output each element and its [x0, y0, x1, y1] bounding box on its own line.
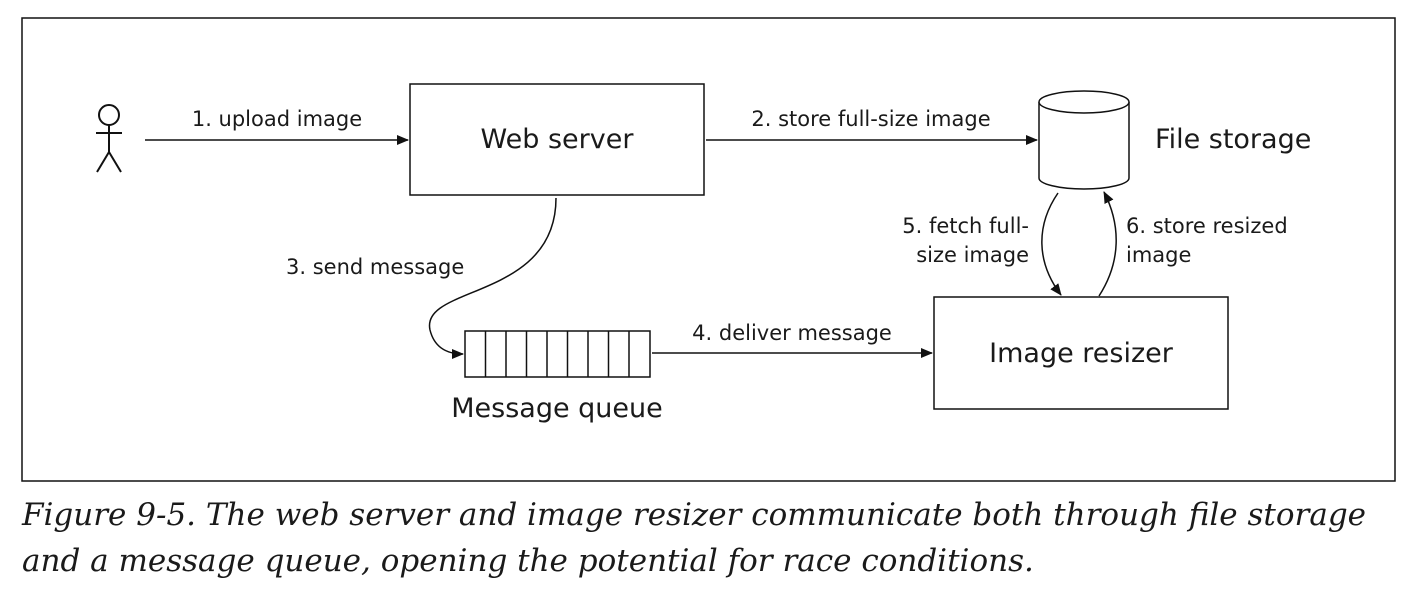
edge-store-resized-label-line2: image [1126, 243, 1191, 267]
web-server-node: Web server [409, 83, 705, 196]
caption-line-1: Figure 9-5. The web server and image res… [22, 497, 1367, 533]
database-icon [1038, 102, 1130, 190]
message-queue-label: Message queue [451, 393, 663, 424]
edge-send-message-label: 3. send message [286, 255, 464, 279]
image-resizer-label: Image resizer [989, 338, 1174, 369]
edge-send-message: 3. send message [286, 197, 557, 359]
edge-deliver-message-label: 4. deliver message [692, 321, 892, 345]
file-storage-label: File storage [1155, 124, 1311, 155]
file-storage-node: File storage [1038, 90, 1311, 190]
edge-upload: 1. upload image [145, 107, 409, 145]
user-icon [96, 104, 122, 173]
web-server-label: Web server [481, 124, 635, 155]
figure-caption: Figure 9-5. The web server and image res… [22, 492, 1402, 584]
caption-line-2: and a message queue, opening the potenti… [22, 543, 1034, 579]
image-resizer-node: Image resizer [933, 296, 1229, 410]
figure-frame [21, 17, 1396, 482]
edge-fetch-label-line1: 5. fetch full- [902, 214, 1029, 238]
edge-fetch-label-line2: size image [916, 243, 1029, 267]
edge-deliver-message: 4. deliver message [652, 321, 933, 358]
message-queue-node: Message queue [451, 330, 663, 424]
edge-store-resized: 6. store resized image [1098, 191, 1288, 297]
edge-store-full-label: 2. store full-size image [751, 107, 990, 131]
edge-upload-label: 1. upload image [192, 107, 362, 131]
edge-fetch: 5. fetch full- size image [902, 192, 1062, 296]
edge-store-full: 2. store full-size image [706, 107, 1038, 145]
edge-store-resized-label-line1: 6. store resized [1126, 214, 1288, 238]
